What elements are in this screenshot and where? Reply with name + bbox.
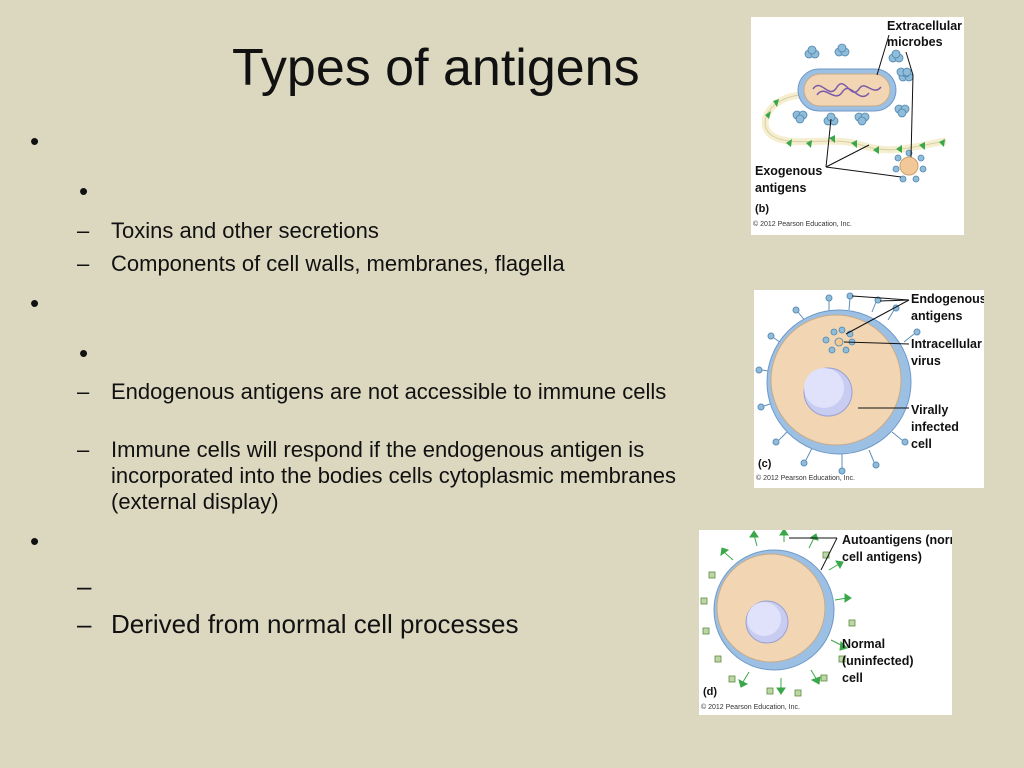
figure-exogenous-antigens: Extracellular microbes Exogenous antigen… (751, 17, 964, 235)
label-virally-infected-cell: Virally infected cell (911, 403, 959, 451)
slide-title: Types of antigens (232, 39, 640, 97)
bullet-marker: • (30, 526, 40, 556)
dash-marker: – (77, 609, 92, 639)
dash-marker: – (77, 379, 90, 404)
label-exogenous-antigens: Exogenous antigens (755, 164, 823, 195)
panel-letter: (d) (703, 686, 718, 698)
figure-autoantigens: Autoantigens (normal cell antigens) Norm… (699, 530, 952, 715)
dash-marker: – (77, 571, 92, 601)
bacterium-illustration (761, 34, 947, 183)
sub-bullet-marker: • (79, 176, 89, 206)
bullet-marker: • (30, 126, 40, 156)
copyright: © 2012 Pearson Education, Inc. (756, 475, 855, 482)
panel-letter: (c) (758, 458, 772, 470)
dash-marker: – (77, 218, 90, 243)
copyright: © 2012 Pearson Education, Inc. (701, 704, 800, 711)
figure-endogenous-antigens: Endogenous antigens Intracellular virus … (754, 290, 984, 488)
bullet-marker: • (30, 288, 40, 318)
label-endogenous-antigens: Endogenous antigens (911, 292, 984, 323)
dash-marker: – (77, 437, 90, 462)
copyright: © 2012 Pearson Education, Inc. (753, 221, 852, 228)
label-normal-cell: Normal (uninfected) cell (842, 637, 914, 685)
dash-marker: – (77, 251, 90, 276)
panel-letter: (b) (755, 203, 770, 215)
normal-cell-illustration (700, 530, 856, 697)
sub-bullet-marker: • (79, 338, 89, 368)
label-extracellular-microbes: Extracellular microbes (887, 19, 963, 49)
label-intracellular-virus: Intracellular virus (911, 337, 982, 368)
infected-cell-illustration (755, 292, 921, 475)
label-autoantigens: Autoantigens (normal cell antigens) (842, 533, 952, 564)
